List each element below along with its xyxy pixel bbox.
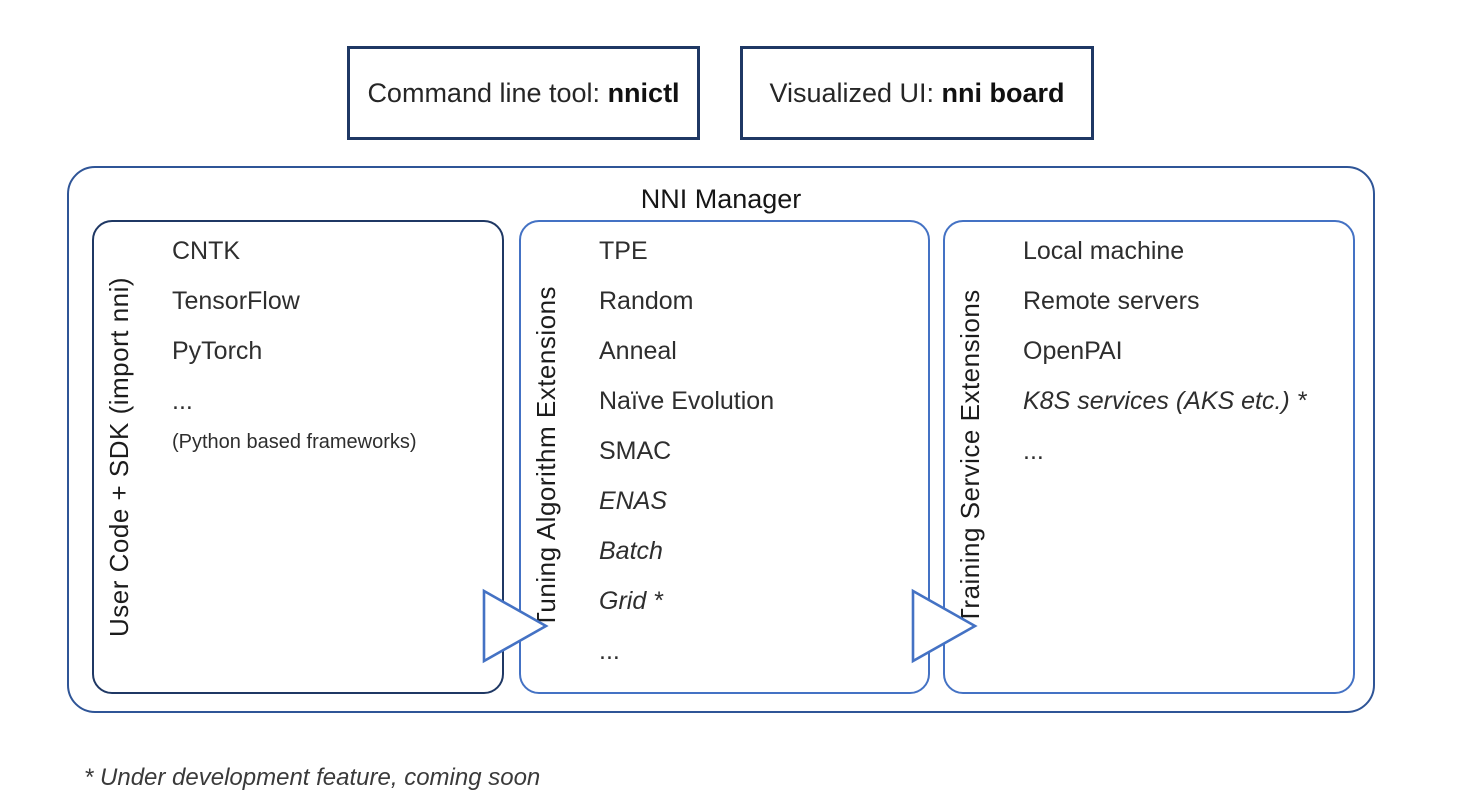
list-item: Batch xyxy=(599,536,663,565)
list-item: ... xyxy=(1023,436,1044,465)
list-item: Anneal xyxy=(599,336,677,365)
list-item: ... xyxy=(599,636,620,665)
visualized-ui-box: Visualized UI: nni board xyxy=(740,46,1094,140)
list-item: TPE xyxy=(599,236,648,265)
list-item: (Python based frameworks) xyxy=(172,430,417,453)
list-item: ... xyxy=(172,386,193,415)
panel-user-code-sdk: User Code + SDK (import nni) CNTK TensorF… xyxy=(92,220,504,694)
flow-arrow-icon xyxy=(482,588,549,664)
command-line-tool-box: Command line tool: nnictl xyxy=(347,46,700,140)
command-line-tool-label: Command line tool: xyxy=(367,77,608,108)
list-item: ENAS xyxy=(599,486,668,515)
list-item: K8S services (AKS etc.) * xyxy=(1023,386,1307,415)
nni-board-label: nni board xyxy=(941,77,1065,108)
nni-manager-title: NNI Manager xyxy=(640,184,802,214)
flow-arrow-icon xyxy=(911,588,978,664)
list-item: Local machine xyxy=(1023,236,1185,265)
list-item: CNTK xyxy=(172,236,241,265)
list-item: TensorFlow xyxy=(172,286,300,315)
visualized-ui-label: Visualized UI: xyxy=(769,77,942,108)
panel-training-service-extensions: Training Service Extensions Local machin… xyxy=(943,220,1355,694)
footnote: * Under development feature, coming soon xyxy=(84,764,541,791)
list-item: Grid * xyxy=(599,586,663,615)
nni-manager-box: NNI Manager User Code + SDK (import nni)… xyxy=(67,166,1375,713)
list-item: Remote servers xyxy=(1023,286,1200,315)
nnictl-label: nnictl xyxy=(607,77,680,108)
user-code-sdk-vertical-label: User Code + SDK (import nni) xyxy=(104,276,134,638)
list-item: PyTorch xyxy=(172,336,263,365)
list-item: Random xyxy=(599,286,694,315)
list-item: OpenPAI xyxy=(1023,336,1123,365)
list-item: Naïve Evolution xyxy=(599,386,775,415)
list-item: SMAC xyxy=(599,436,672,465)
